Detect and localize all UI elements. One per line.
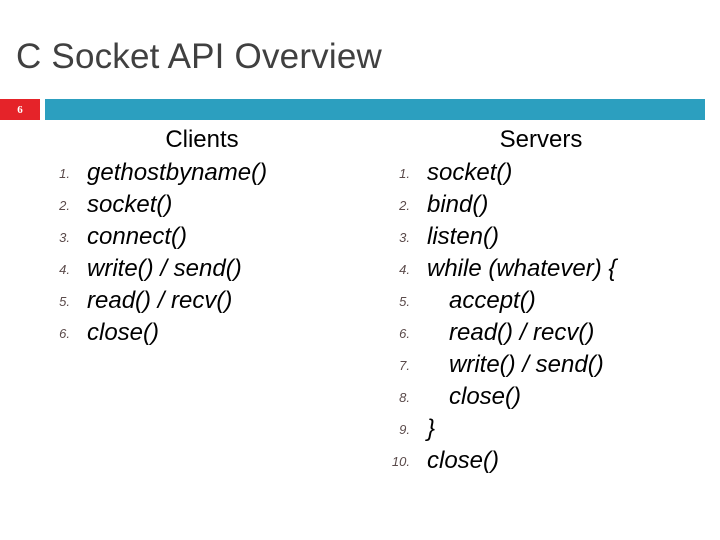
list-item-label: close() [427, 447, 500, 474]
list-item-label: write() / send() [449, 351, 604, 378]
column-heading-clients: Clients [165, 126, 239, 153]
list-item: 3. listen() [370, 221, 700, 253]
list-item-number: 5. [399, 294, 410, 309]
list-item-label: read() / recv() [449, 319, 595, 346]
list-item-label: listen() [427, 223, 500, 250]
list-item-number: 1. [59, 166, 70, 181]
list-item-number: 5. [59, 294, 70, 309]
list-item-number: 4. [399, 262, 410, 277]
list-item-number: 2. [399, 198, 410, 213]
list-item: 7. write() / send() [370, 349, 700, 381]
column-servers: Servers 1. socket() 2. bind() 3. listen() 4. wh… [370, 126, 700, 477]
list-item: 10. close() [370, 445, 700, 477]
list-item: 3. connect() [30, 221, 360, 253]
list-item-number: 2. [59, 198, 70, 213]
list-item: 1. socket() [370, 157, 700, 189]
list-item-number: 9. [399, 422, 410, 437]
list-item: 2. bind() [370, 189, 700, 221]
list-item-number: 4. [59, 262, 70, 277]
slide-divider-bar: 6 [0, 99, 705, 120]
list-item-number: 7. [399, 358, 410, 373]
list-item: 4. while (whatever) { [370, 253, 700, 285]
list-item-label: bind() [427, 191, 489, 218]
list-item: 5. read() / recv() [30, 285, 360, 317]
list-item-number: 3. [399, 230, 410, 245]
list-item-label: socket() [87, 191, 173, 218]
list-item-number: 6. [59, 326, 70, 341]
list-item-label: accept() [449, 287, 536, 314]
list-item-label: connect() [87, 223, 188, 250]
list-item: 2. socket() [30, 189, 360, 221]
list-item-label: close() [449, 383, 522, 410]
list-item-number: 6. [399, 326, 410, 341]
column-clients: Clients 1. gethostbyname() 2. socket() 3. con… [30, 126, 360, 349]
list-item: 6. read() / recv() [370, 317, 700, 349]
list-item-label: } [427, 415, 436, 442]
list-item: 4. write() / send() [30, 253, 360, 285]
list-item: 8. close() [370, 381, 700, 413]
api-list-servers: 1. socket() 2. bind() 3. listen() 4. while (wha… [370, 157, 700, 477]
column-heading-servers: Servers [499, 126, 583, 153]
list-item-label: gethostbyname() [87, 159, 268, 186]
list-item: 1. gethostbyname() [30, 157, 360, 189]
list-item-number: 1. [399, 166, 410, 181]
page-title: C Socket API Overview [16, 37, 382, 76]
list-item: 6. close() [30, 317, 360, 349]
list-item-label: while (whatever) { [427, 255, 617, 282]
list-item-label: read() / recv() [87, 287, 233, 314]
list-item-number: 10. [391, 454, 410, 469]
slide-number-badge: 6 [0, 99, 40, 120]
list-item-label: socket() [427, 159, 513, 186]
list-item-number: 8. [399, 390, 410, 405]
divider-rule [45, 99, 705, 120]
api-list-clients: 1. gethostbyname() 2. socket() 3. connect() 4.… [30, 157, 360, 349]
list-item: 9.} [370, 413, 700, 445]
list-item-label: close() [87, 319, 160, 346]
list-item-label: write() / send() [87, 255, 242, 282]
list-item-number: 3. [59, 230, 70, 245]
list-item: 5. accept() [370, 285, 700, 317]
